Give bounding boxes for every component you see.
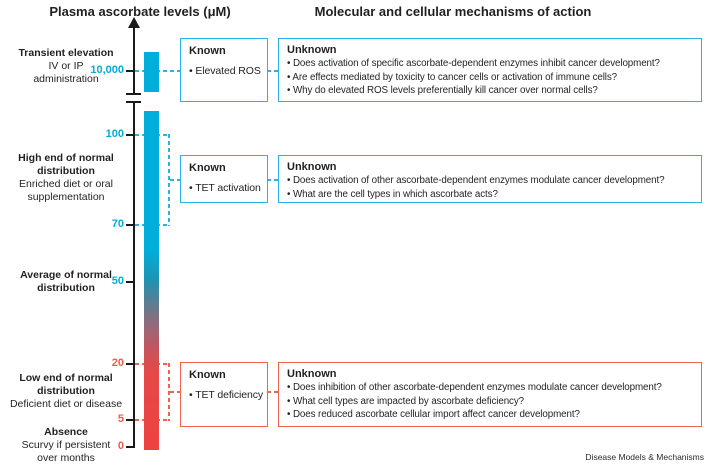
tick-label-50: 50 bbox=[111, 275, 124, 287]
label-line: over months bbox=[37, 452, 95, 464]
bullet-item: • Does activation of specific ascorbate-… bbox=[287, 58, 660, 69]
ascorbate-bar-gradient bbox=[144, 111, 159, 450]
journal-logo: Disease Models & Mechanisms bbox=[585, 452, 704, 462]
axis-arrow-icon bbox=[128, 17, 140, 28]
label-line: distribution bbox=[37, 282, 95, 294]
dashed-connector-row1 bbox=[267, 70, 278, 72]
dashed-bracket-high bbox=[168, 134, 170, 226]
box-title: Unknown bbox=[287, 368, 337, 380]
bullet-item: • TET deficiency bbox=[189, 389, 264, 401]
axis-line-upper bbox=[133, 26, 135, 94]
bullet-item: • Does activation of other ascorbate-dep… bbox=[287, 175, 665, 186]
label-line: supplementation bbox=[27, 191, 105, 203]
box-title: Unknown bbox=[287, 161, 337, 173]
label-line: Average of normal bbox=[20, 269, 112, 281]
tick-50 bbox=[126, 281, 135, 283]
label-line: Absence bbox=[44, 426, 88, 438]
ascorbate-bar-transient bbox=[144, 52, 159, 92]
box-title: Unknown bbox=[287, 44, 337, 56]
label-line: distribution bbox=[37, 165, 95, 177]
tick-label-5: 5 bbox=[117, 413, 124, 425]
tick-70 bbox=[126, 224, 135, 226]
left-axis-title: Plasma ascorbate levels (μM) bbox=[49, 4, 231, 19]
axis-line-lower bbox=[133, 101, 135, 448]
dashed-bracket-low bbox=[168, 363, 170, 421]
box-title: Known bbox=[189, 45, 226, 57]
label-line: Enriched diet or oral bbox=[19, 178, 113, 190]
label-line: distribution bbox=[37, 385, 95, 397]
dashed-connector-row3-left bbox=[170, 391, 180, 393]
bullet-item: • TET activation bbox=[189, 182, 261, 194]
tick-label-20: 20 bbox=[111, 357, 124, 369]
label-line: IV or IP bbox=[48, 60, 84, 72]
bullet-item: • Does inhibition of other ascorbate-dep… bbox=[287, 382, 662, 393]
tick-0 bbox=[126, 446, 135, 448]
bullet-item: • Why do elevated ROS levels preferentia… bbox=[287, 85, 598, 96]
tick-label-100: 100 bbox=[105, 128, 124, 140]
known-box-elevated-ros: Known • Elevated ROS bbox=[180, 38, 268, 102]
unknown-box-row3: Unknown • Does inhibition of other ascor… bbox=[278, 362, 702, 427]
bullet-item: • Elevated ROS bbox=[189, 65, 261, 77]
dashed-connector-row2-left bbox=[170, 179, 180, 181]
label-line: Scurvy if persistent bbox=[21, 439, 111, 451]
bullet-item: • What cell types are impacted by ascorb… bbox=[287, 395, 524, 407]
tick-100 bbox=[126, 134, 135, 136]
label-line: Transient elevation bbox=[18, 47, 114, 59]
tick-label-0: 0 bbox=[117, 440, 124, 452]
label-average: Average of normal distribution bbox=[0, 269, 132, 295]
unknown-box-row2: Unknown • Does activation of other ascor… bbox=[278, 155, 702, 203]
unknown-box-row1: Unknown • Does activation of specific as… bbox=[278, 38, 702, 102]
label-line: Low end of normal bbox=[19, 372, 113, 384]
known-box-tet-deficiency: Known • TET deficiency bbox=[180, 362, 268, 427]
tick-20 bbox=[126, 363, 135, 365]
right-section-title: Molecular and cellular mechanisms of act… bbox=[314, 4, 592, 19]
bullet-item: • Does reduced ascorbate cellular import… bbox=[287, 409, 580, 420]
label-absence: Absence Scurvy if persistent over months bbox=[0, 426, 132, 465]
bullet-item: • What are the cell types in which ascor… bbox=[287, 188, 498, 200]
box-title: Known bbox=[189, 369, 226, 381]
bullet-item: • Are effects mediated by toxicity to ca… bbox=[287, 71, 618, 83]
dashed-connector-row2 bbox=[267, 179, 278, 181]
tick-5 bbox=[126, 419, 135, 421]
tick-10000 bbox=[126, 70, 135, 72]
label-transient-elevation: Transient elevation IV or IP administrat… bbox=[0, 47, 132, 86]
box-title: Known bbox=[189, 162, 226, 174]
label-line: High end of normal bbox=[18, 152, 114, 164]
label-line: administration bbox=[33, 73, 99, 85]
label-high-end: High end of normal distribution Enriched… bbox=[0, 152, 132, 204]
tick-label-10000: 10,000 bbox=[90, 64, 124, 76]
tick-label-70: 70 bbox=[111, 218, 124, 230]
label-line: Deficient diet or disease bbox=[9, 398, 123, 410]
axis-break-upper bbox=[126, 93, 141, 95]
label-low-end: Low end of normal distribution Deficient… bbox=[0, 372, 132, 411]
dashed-connector-row3 bbox=[267, 391, 278, 393]
known-box-tet-activation: Known • TET activation bbox=[180, 155, 268, 203]
